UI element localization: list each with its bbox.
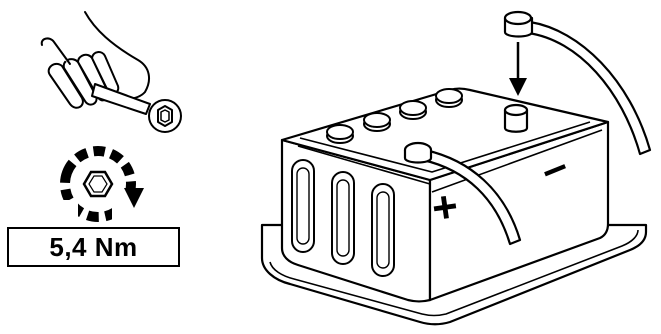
hex-nut-icon [82, 170, 114, 198]
connect-arrow-icon [509, 42, 527, 96]
hand-wrench-icon [40, 11, 182, 133]
positive-cable-icon [403, 141, 522, 246]
arrow-down-icon [124, 188, 144, 208]
torque-spec-box: 5,4 Nm [7, 227, 180, 267]
negative-cable-icon [503, 10, 652, 156]
torque-value: 5,4 Nm [49, 231, 138, 262]
rotation-arc [60, 146, 136, 222]
cell-caps [326, 88, 463, 144]
tighten-clockwise-icon [58, 146, 146, 224]
battery-icon [260, 87, 648, 326]
negative-terminal-post [503, 103, 529, 133]
